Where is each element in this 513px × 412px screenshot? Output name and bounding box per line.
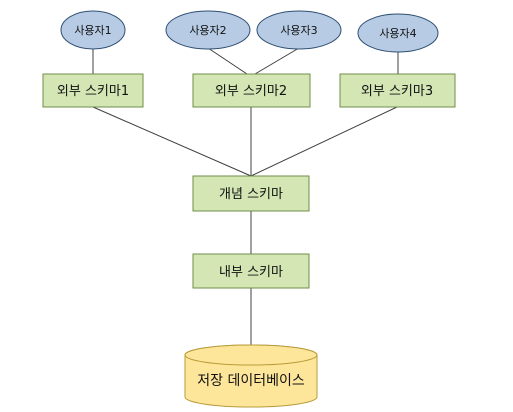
internal-schema-box: 내부 스키마	[192, 253, 310, 289]
external-schema-box: 외부 스키마2	[192, 73, 311, 108]
internal-schema-label: 내부 스키마	[219, 265, 283, 280]
user-label: 사용자1	[74, 24, 111, 37]
connector-user3-external2	[254, 47, 300, 75]
user-node: 사용자3	[256, 10, 342, 50]
connector-external1-conceptual	[92, 106, 252, 177]
connector-external3-conceptual	[250, 106, 398, 177]
conceptual-schema-box: 개념 스키마	[192, 175, 310, 212]
database-label: 저장 데이터베이스	[197, 373, 305, 389]
user-node: 사용자2	[165, 10, 251, 50]
external-schema-label: 외부 스키마2	[215, 84, 287, 99]
conceptual-schema-label: 개념 스키마	[219, 187, 283, 202]
external-schema-box: 외부 스키마3	[339, 73, 456, 108]
database-cylinder: 저장 데이터베이스	[184, 344, 318, 408]
user-label: 사용자4	[379, 27, 416, 40]
user-node: 사용자1	[60, 10, 126, 50]
external-schema-label: 외부 스키마3	[361, 84, 433, 99]
user-label: 사용자3	[280, 24, 317, 37]
connectors	[92, 47, 399, 346]
external-schema-label: 외부 스키마1	[57, 84, 129, 99]
external-schema-box: 외부 스키마1	[42, 73, 144, 108]
user-label: 사용자2	[189, 24, 226, 37]
user-node: 사용자4	[357, 13, 439, 53]
connector-user2-external2	[207, 47, 248, 75]
